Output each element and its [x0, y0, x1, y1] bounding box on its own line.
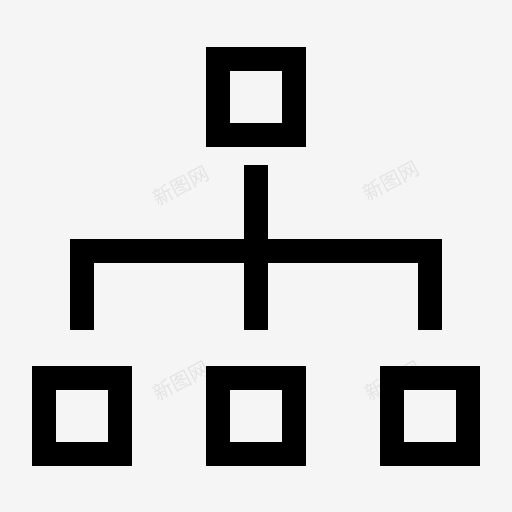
top-node-box — [206, 47, 306, 147]
right-child-node-box — [380, 366, 480, 466]
center-child-node-box — [206, 366, 306, 466]
left-child-node-box — [32, 366, 132, 466]
